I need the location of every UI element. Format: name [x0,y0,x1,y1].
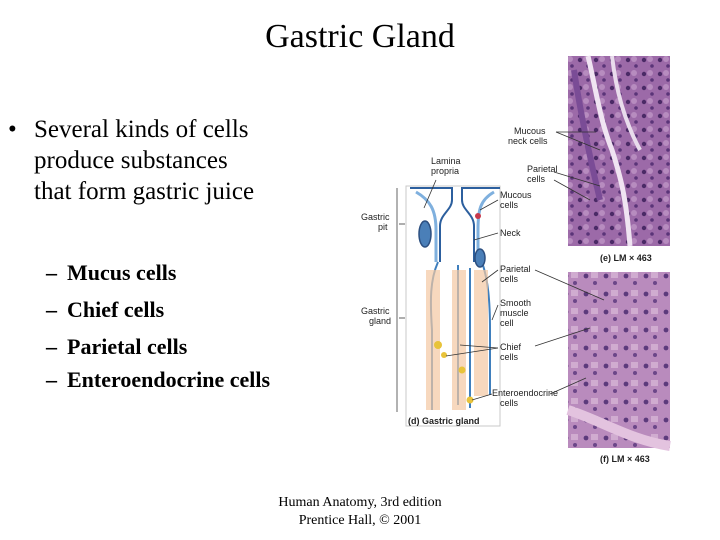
sub-bullet-item: –Mucus cells [46,260,177,285]
sub-bullet-text: Chief cells [67,297,165,322]
slide-title: Gastric Gland [265,18,455,55]
sub-bullet-text: Parietal cells [67,334,188,359]
label-parietal-cells-micro: Parietal cells [527,164,560,184]
caption-d: (d) Gastric gland [408,416,480,426]
caption-e: (e) LM × 463 [600,253,652,263]
main-bullet-text: Several kinds of cells produce substance… [34,116,255,205]
footer-line-2: Prentice Hall, © 2001 [298,513,422,528]
footer-credit: Human Anatomy, 3rd edition Prentice Hall… [262,494,458,530]
sub-bullet-item: –Chief cells [46,297,165,322]
label-smooth-muscle: Smooth muscle cell [500,298,534,328]
footer-line-1: Human Anatomy, 3rd edition [278,495,442,510]
label-neck: Neck [500,228,521,238]
micrograph-e [568,55,670,247]
label-parietal-cells-diagram: Parietal cells [500,264,533,284]
label-mucous-cells: Mucous cells [500,190,534,210]
label-gastric-pit: Gastric pit [361,212,392,232]
sub-bullet-list: –Mucus cells –Chief cells –Parietal cell… [46,254,276,395]
bullet-dot-icon: • [8,116,17,143]
sub-bullet-item: –Parietal cells [46,334,188,359]
label-enteroendocrine: Enteroendocrine cells [492,388,561,408]
label-chief-cells: Chief cells [500,342,524,362]
label-lamina-propria: Lamina propria [431,156,463,176]
micrograph-f [566,272,671,451]
sub-bullet-item: –Enteroendocrine cells [46,367,271,392]
label-gastric-gland: Gastric gland [361,306,392,326]
sub-bullet-text: Enteroendocrine cells [67,367,271,392]
caption-f: (f) LM × 463 [600,454,650,464]
label-mucous-neck-cells: Mucous neck cells [508,126,548,146]
leader-lines [399,131,605,401]
gastric-gland-diagram [396,185,501,427]
sub-bullet-text: Mucus cells [67,260,177,285]
